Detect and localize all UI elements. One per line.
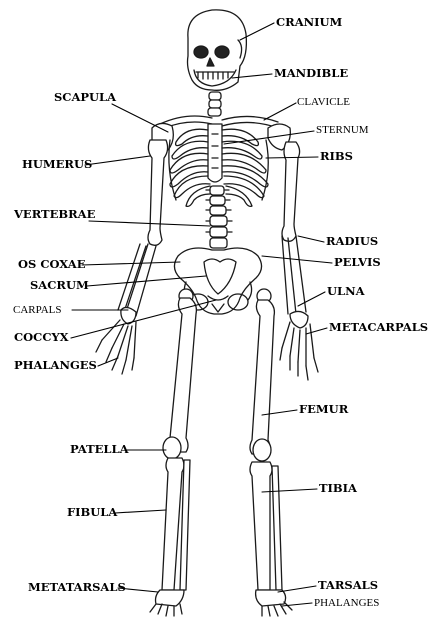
leader-radius bbox=[297, 235, 325, 243]
label-tibia: TIBIA bbox=[319, 481, 357, 495]
label-sacrum: SACRUM bbox=[30, 278, 89, 292]
label-phalanges-foot: PHALANGES bbox=[314, 597, 380, 609]
leader-femur bbox=[261, 409, 298, 416]
leader-lines bbox=[70, 22, 333, 607]
leader-metacarpals bbox=[305, 327, 328, 335]
label-radius: RADIUS bbox=[326, 234, 379, 248]
leader-cranium bbox=[239, 22, 275, 41]
leader-ribs bbox=[265, 156, 319, 159]
label-femur: FEMUR bbox=[299, 402, 349, 416]
ribcage-drawing bbox=[168, 123, 269, 208]
label-patella: PATELLA bbox=[70, 442, 129, 456]
leader-sacrum bbox=[86, 275, 207, 287]
leader-tarsals bbox=[277, 585, 317, 593]
arm-drawing bbox=[117, 139, 309, 329]
leader-fibula bbox=[114, 509, 167, 514]
leader-clavicle bbox=[263, 102, 297, 121]
leader-metatarsals bbox=[117, 587, 159, 593]
leg-drawing bbox=[161, 297, 283, 591]
label-ulna: ULNA bbox=[327, 284, 365, 298]
hand-drawing bbox=[95, 319, 319, 381]
label-humerus: HUMERUS bbox=[22, 157, 93, 171]
label-metacarpals: METACARPALS bbox=[329, 320, 429, 334]
leader-humerus bbox=[84, 155, 151, 166]
label-pelvis: PELVIS bbox=[334, 255, 381, 269]
leader-coccyx bbox=[70, 299, 217, 339]
label-ribs: RIBS bbox=[320, 149, 353, 163]
leader-tibia bbox=[261, 488, 318, 493]
label-tarsals: TARSALS bbox=[318, 578, 379, 592]
spine-drawing bbox=[205, 91, 233, 249]
feet-drawing bbox=[149, 589, 293, 617]
label-scapula: SCAPULA bbox=[54, 90, 117, 104]
label-coccyx: COCCYX bbox=[14, 330, 69, 344]
label-phalanges-hand: PHALANGES bbox=[14, 358, 97, 372]
leader-ulna bbox=[297, 291, 326, 307]
leader-vertebrae bbox=[88, 220, 211, 227]
label-clavicle: CLAVICLE bbox=[297, 96, 350, 108]
leader-phalanges-hand bbox=[97, 357, 119, 367]
label-cranium: CRANIUM bbox=[276, 15, 343, 29]
leader-phalanges-foot bbox=[281, 602, 313, 607]
skull-drawing bbox=[186, 9, 248, 91]
leader-os-coxae bbox=[81, 261, 181, 266]
label-carpals: CARPALS bbox=[13, 304, 62, 316]
label-metatarsals: METATARSALS bbox=[28, 580, 126, 594]
label-sternum: STERNUM bbox=[316, 124, 369, 136]
leader-sternum bbox=[223, 130, 315, 145]
label-mandible: MANDIBLE bbox=[274, 66, 349, 80]
label-os-coxae: OS COXAE bbox=[18, 257, 86, 271]
leader-pelvis bbox=[261, 255, 333, 264]
leader-mandible bbox=[231, 73, 273, 79]
leader-scapula bbox=[111, 103, 169, 133]
label-vertebrae: VERTEBRAE bbox=[14, 207, 96, 221]
label-fibula: FIBULA bbox=[67, 505, 118, 519]
